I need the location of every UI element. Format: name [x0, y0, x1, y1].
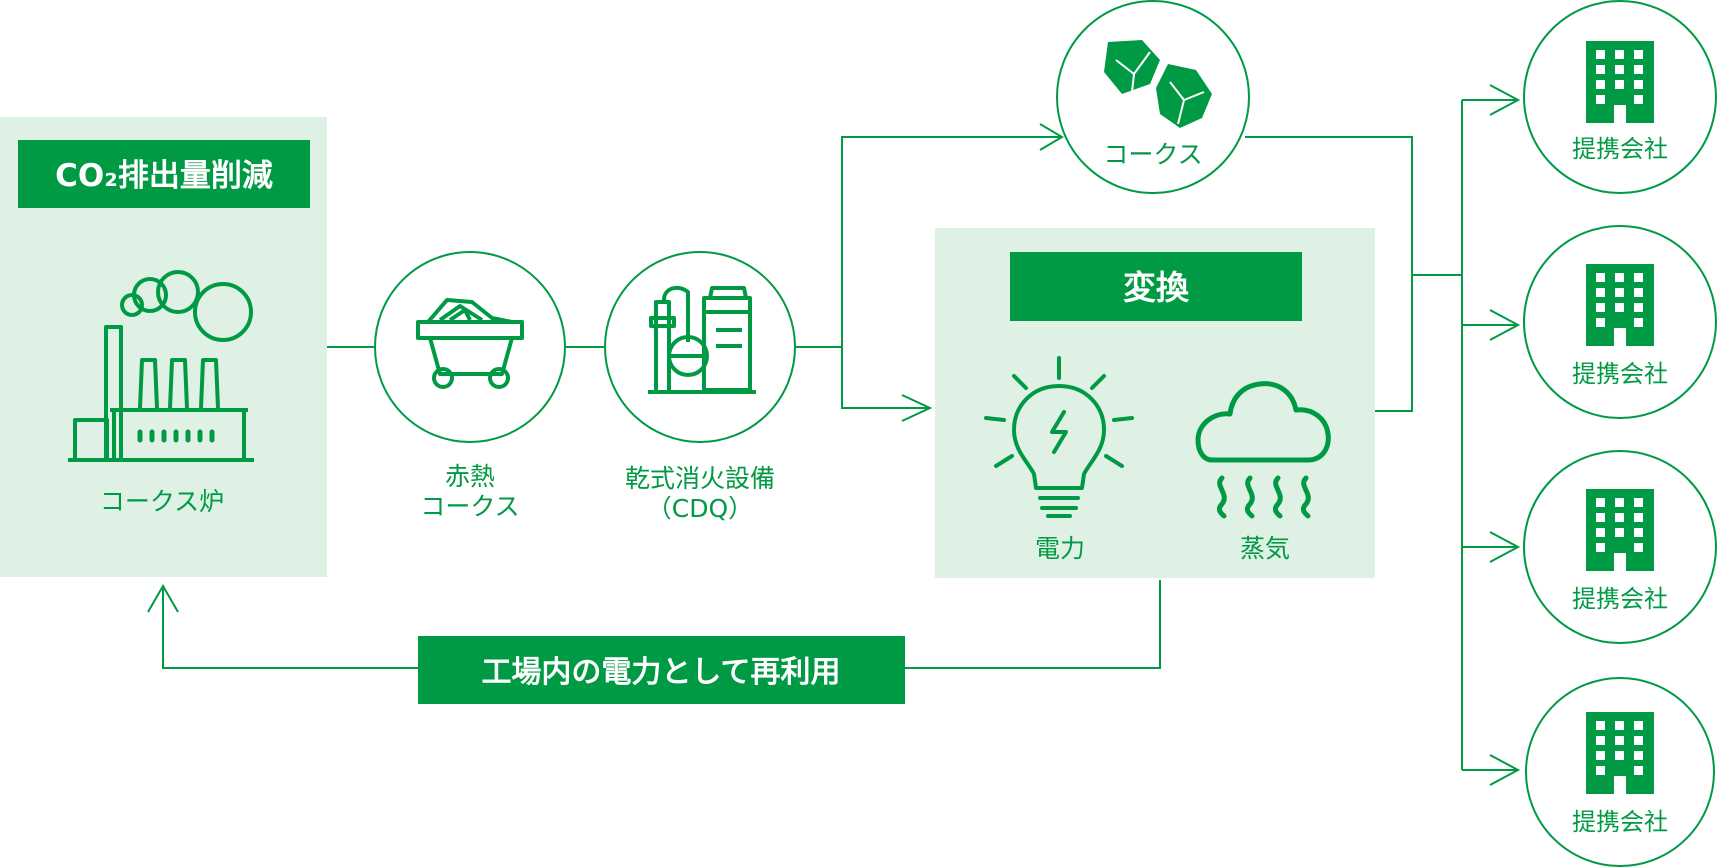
building-icon [1586, 264, 1654, 346]
partner-label-1: 提携会社 [1572, 135, 1668, 163]
factory-icon [68, 270, 254, 462]
building-icon [1586, 489, 1654, 571]
mine-cart-icon [416, 298, 524, 389]
plant-equipment-icon [648, 285, 756, 394]
reduction-banner [18, 140, 310, 208]
connector-lines [147, 84, 1521, 786]
cdq-node [604, 251, 796, 443]
reuse-banner [418, 636, 905, 704]
conversion-banner [1010, 252, 1302, 321]
coke-lumps-icon [1104, 40, 1212, 128]
lightbulb-icon [984, 356, 1134, 518]
building-icon [1586, 41, 1654, 123]
coke-label: コークス [1103, 140, 1202, 169]
steam-label: 蒸気 [1240, 534, 1290, 563]
hot-coke-node [374, 251, 566, 443]
hot-coke-label-line2: コークス [420, 492, 519, 521]
partner-label-3: 提携会社 [1572, 585, 1668, 613]
hot-coke-label-line1: 赤熱 [445, 462, 495, 491]
coke-node [1056, 0, 1250, 194]
cdq-label-line1: 乾式消火設備 [625, 464, 775, 493]
partner-label-2: 提携会社 [1572, 360, 1668, 388]
partner-label-4: 提携会社 [1572, 808, 1668, 836]
building-icon [1586, 712, 1654, 794]
conversion-banner-text: 変換 [1123, 268, 1190, 307]
coke-oven-label: コークス炉 [100, 487, 224, 516]
steam-cloud-icon [1195, 381, 1331, 519]
reduction-banner-text: CO₂排出量削減 [55, 158, 273, 194]
reuse-banner-text: 工場内の電力として再利用 [481, 655, 840, 690]
cdq-label-line2: （CDQ） [647, 494, 753, 523]
power-label: 電力 [1035, 534, 1085, 563]
